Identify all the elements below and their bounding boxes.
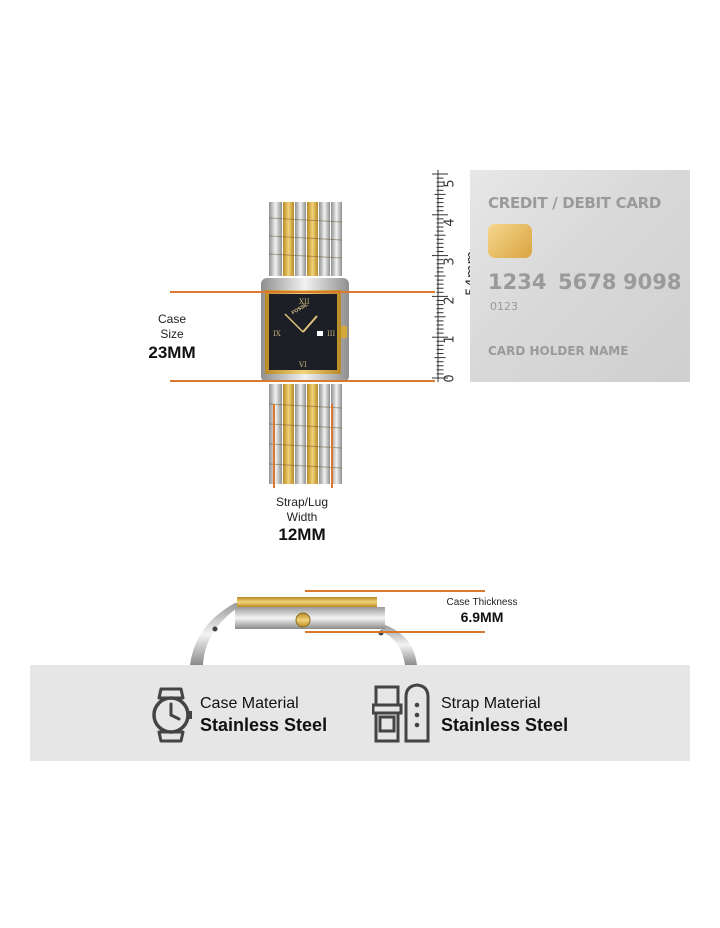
- ruler-tick-label-3: 3: [442, 257, 458, 266]
- case-size-value: 23MM: [148, 343, 196, 362]
- strap-material-value: Stainless Steel: [441, 715, 569, 735]
- watch-side-svg: [190, 597, 417, 665]
- card-sub-number: 0123: [490, 300, 518, 313]
- case-size-label: Case Size: [142, 312, 202, 342]
- ruler-tick-label-1: 1: [442, 335, 458, 344]
- case-size-top-guide: [170, 291, 435, 293]
- watch-side-illustration: [185, 585, 425, 665]
- case-material-block: Case Material Stainless Steel: [200, 695, 327, 736]
- svg-text:IX: IX: [273, 330, 281, 338]
- materials-band: Case Material Stainless Steel Strap Mate…: [30, 665, 690, 761]
- lower-bracelet: [268, 384, 343, 484]
- dial-numerals: XII III VI IX: [273, 298, 336, 369]
- date-window: [317, 331, 323, 336]
- minute-hand: [284, 313, 304, 333]
- hour-hand: [302, 315, 318, 333]
- watch-crown: [341, 326, 347, 338]
- svg-text:XII: XII: [299, 298, 310, 306]
- strap-material-title: Strap Material: [441, 695, 541, 712]
- strap-width-label: Strap/Lug Width: [262, 495, 342, 525]
- strap-material-block: Strap Material Stainless Steel: [441, 695, 568, 736]
- svg-text:VI: VI: [298, 361, 307, 369]
- ruler: 0 1 2 3 4 5 54mm: [420, 168, 480, 384]
- ruler-tick-label-4: 4: [442, 218, 458, 227]
- ruler-tick-label-2: 2: [442, 296, 458, 305]
- card-number-2: 5678: [558, 270, 617, 294]
- card-chip-icon: [488, 224, 532, 258]
- ruler-svg: [432, 170, 448, 382]
- card-number-3: 9098: [623, 270, 682, 294]
- case-size-label-line1: Case: [157, 312, 186, 326]
- card-holder-name: CARD HOLDER NAME: [488, 344, 629, 358]
- credit-card-illustration: CREDIT / DEBIT CARD 1234 5678 9098 0123 …: [470, 170, 690, 382]
- upper-bracelet: [268, 202, 343, 276]
- svg-text:III: III: [327, 330, 336, 338]
- strap-width-value: 12MM: [278, 525, 326, 544]
- thickness-bottom-guide: [305, 631, 485, 633]
- strap-width-label-line2: Width: [286, 510, 318, 524]
- thickness-value: 6.9MM: [460, 609, 504, 625]
- card-number-1: 1234: [488, 270, 547, 294]
- case-material-title: Case Material: [200, 695, 299, 712]
- case-size-label-line2: Size: [160, 327, 184, 341]
- strap-right-guide: [331, 404, 333, 488]
- strap-icon: [371, 683, 434, 745]
- watch-front-svg: XII III VI IX: [261, 202, 349, 484]
- case-material-value: Stainless Steel: [200, 715, 328, 735]
- watch-case-icon: [148, 685, 194, 745]
- ruler-tick-label-0: 0: [442, 374, 458, 383]
- strap-left-guide: [273, 404, 275, 488]
- ruler-tick-label-5: 5: [442, 179, 458, 188]
- case-size-bottom-guide: [170, 380, 435, 382]
- thickness-label: Case Thickness: [446, 597, 518, 608]
- strap-width-label-line1: Strap/Lug: [275, 495, 329, 509]
- thickness-top-guide: [305, 590, 485, 592]
- card-title: CREDIT / DEBIT CARD: [488, 194, 662, 212]
